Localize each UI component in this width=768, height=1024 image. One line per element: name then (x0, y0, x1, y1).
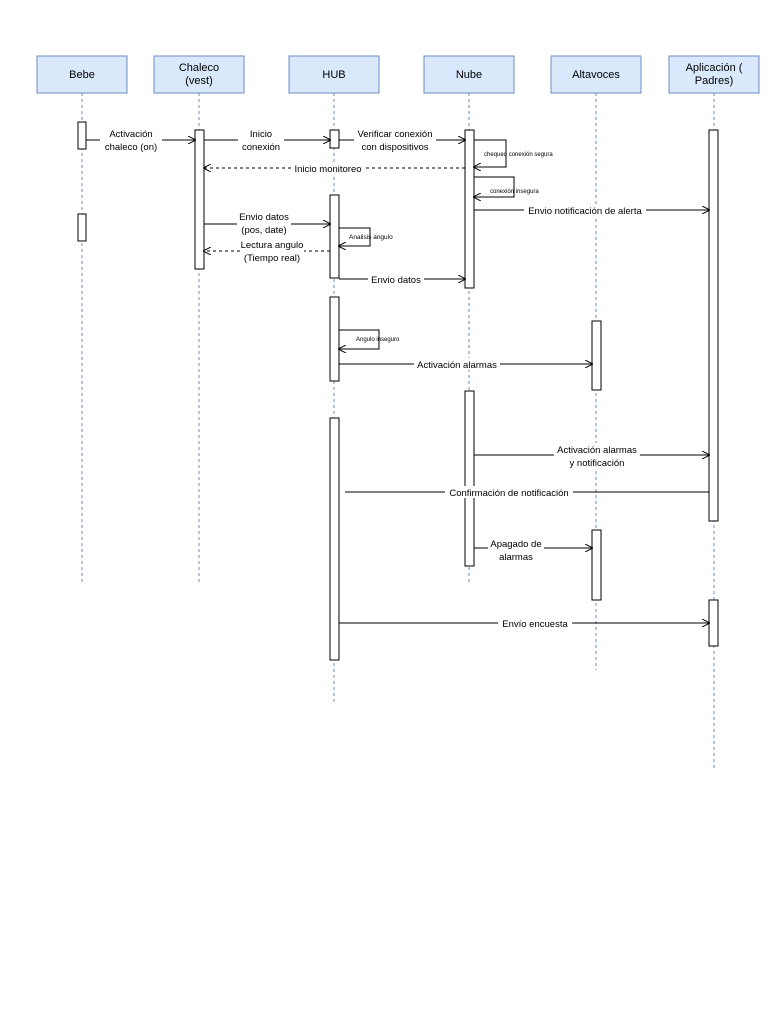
activation-nube-2 (464, 390, 475, 567)
message-conexion-insegura: conexión insegura (474, 176, 539, 197)
message-inicio-conexion: Inicio conexión (204, 127, 330, 153)
message-chequeo-conexion-segura: chequeo conexión segura (474, 139, 553, 167)
message-angulo-inseguro: Angulo inseguro (339, 329, 400, 349)
message-activacion-chaleco: Activación chaleco (on) (86, 127, 195, 153)
message-verificar-conexion: Verificar conexión con dispositivos (339, 127, 465, 153)
message-apagado-alarmas: Apagado de alarmas (474, 536, 592, 563)
activation-nube-1 (464, 129, 475, 289)
message-activacion-chaleco-label-2: chaleco (on) (105, 142, 157, 153)
message-envio-datos-pos-label-2: (pos, date) (241, 225, 286, 236)
message-activacion-chaleco-label-1: Activación (109, 129, 152, 140)
actor-hub-label: HUB (322, 69, 345, 81)
activation-chaleco-1 (194, 129, 205, 270)
message-activacion-alarmas-label: Activación alarmas (417, 360, 497, 371)
message-apagado-alarmas-label-1: Apagado de (490, 539, 541, 550)
activation-hub-2 (329, 194, 340, 279)
message-activacion-alarmas-notificacion-label-2: y notificación (570, 458, 625, 469)
message-envio-datos-label: Envio datos (371, 275, 421, 286)
actor-nube-label: Nube (456, 69, 482, 81)
actor-app: Aplicación ( Padres) (668, 55, 760, 94)
actor-chaleco-label-line1: Chaleco (179, 62, 219, 74)
activation-altavoces-2 (591, 529, 602, 601)
activation-hub-1 (329, 129, 340, 149)
message-apagado-alarmas-label-2: alarmas (499, 552, 533, 563)
message-inicio-monitoreo-label: Inicio monitoreo (294, 164, 361, 175)
message-activacion-alarmas-notificacion-label-1: Activación alarmas (557, 445, 637, 456)
message-envio-encuesta: Envío encuesta (339, 617, 709, 630)
actor-app-label-line2: Padres) (695, 75, 734, 87)
activation-bebe-1 (77, 121, 87, 150)
actor-app-label-line1: Aplicación ( (686, 62, 743, 74)
actor-hub: HUB (288, 55, 380, 94)
message-conexion-insegura-label: conexión insegura (490, 189, 539, 195)
activation-app-1 (708, 129, 719, 522)
message-confirmacion-notificacion-label: Confirmación de notificación (449, 488, 568, 499)
message-inicio-monitoreo: Inicio monitoreo (204, 162, 465, 175)
message-confirmacion-notificacion: Confirmación de notificación (345, 486, 709, 499)
message-lectura-angulo: Lectura angulo (Tiempo real) (204, 238, 330, 264)
message-inicio-conexion-label-2: conexión (242, 142, 280, 153)
message-envio-datos-pos-label-1: Envio datos (239, 212, 289, 223)
message-analisis-angulo-label: Analisis angulo (349, 234, 393, 241)
actor-altavoces: Altavoces (550, 55, 642, 94)
actor-bebe-label: Bebe (69, 69, 95, 81)
message-lectura-angulo-label-1: Lectura angulo (241, 240, 304, 251)
actor-bebe: Bebe (36, 55, 128, 94)
message-inicio-conexion-label-1: Inicio (250, 129, 272, 140)
message-angulo-inseguro-label: Angulo inseguro (356, 337, 400, 343)
activation-app-2 (708, 599, 719, 647)
message-envio-encuesta-label: Envío encuesta (502, 619, 568, 630)
message-envio-datos-pos: Envio datos (pos, date) (204, 210, 330, 236)
message-lectura-angulo-label-2: (Tiempo real) (244, 253, 300, 264)
activation-hub-3 (329, 296, 340, 382)
actor-chaleco-label-line2: (vest) (185, 75, 213, 87)
message-envio-notificacion-alerta-label: Envio notificación de alerta (528, 206, 642, 217)
actor-altavoces-label: Altavoces (572, 69, 620, 81)
message-analisis-angulo: Analisis angulo (339, 227, 393, 246)
message-verificar-conexion-label-1: Verificar conexión (358, 129, 433, 140)
activation-bebe-2 (77, 213, 87, 242)
message-envio-datos: Envio datos (339, 273, 465, 286)
activation-altavoces-1 (591, 320, 602, 391)
activation-hub-4 (329, 417, 340, 661)
message-activacion-alarmas: Activación alarmas (339, 358, 592, 371)
message-chequeo-conexion-segura-label: chequeo conexión segura (484, 152, 553, 158)
message-verificar-conexion-label-2: con dispositivos (361, 142, 428, 153)
message-activacion-alarmas-notificacion: Activación alarmas y notificación (474, 443, 709, 469)
actor-nube: Nube (423, 55, 515, 94)
message-envio-notificacion-alerta: Envio notificación de alerta (474, 204, 709, 217)
actor-chaleco: Chaleco (vest) (153, 55, 245, 94)
